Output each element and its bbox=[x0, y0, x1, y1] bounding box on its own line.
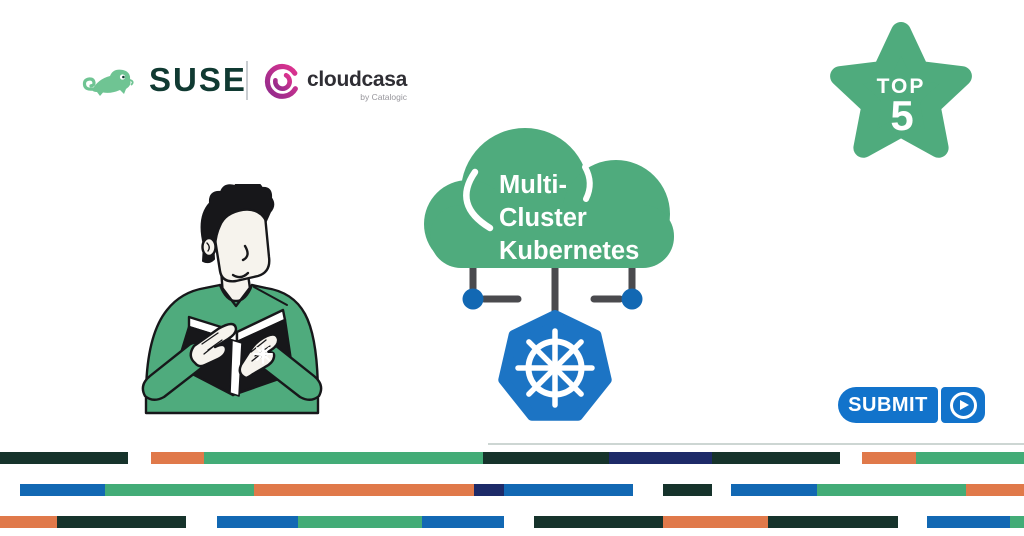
stripe-segment bbox=[151, 452, 204, 464]
play-button[interactable] bbox=[941, 387, 985, 423]
stripe-segment bbox=[927, 516, 1010, 528]
reader-illustration bbox=[141, 184, 323, 415]
stripe-segment bbox=[20, 484, 105, 496]
top5-badge: TOP 5 bbox=[830, 22, 972, 158]
badge-label: TOP bbox=[877, 75, 926, 98]
cloud-title-line2: Cluster bbox=[499, 204, 587, 232]
stripe-segment bbox=[663, 516, 768, 528]
cloud-title-line1: Multi- bbox=[499, 171, 567, 199]
submit-pill[interactable]: SUBMIT bbox=[838, 387, 938, 423]
network-node-left bbox=[462, 288, 484, 310]
star-icon bbox=[830, 22, 972, 158]
left-hand bbox=[189, 322, 238, 368]
suse-wordmark: SUSE bbox=[149, 60, 247, 98]
stripe-segment bbox=[1010, 516, 1024, 528]
cloudcasa-logo: cloudcasa by Catalogic bbox=[264, 63, 407, 102]
cloudcasa-byline: by Catalogic bbox=[360, 92, 408, 102]
play-triangle-icon bbox=[959, 400, 969, 410]
play-icon bbox=[949, 391, 977, 419]
stripe-segment bbox=[663, 484, 712, 496]
stripe-segment bbox=[204, 452, 483, 464]
stripe-segment bbox=[768, 516, 898, 528]
kubernetes-icon bbox=[498, 310, 612, 421]
stripe-segment bbox=[474, 484, 504, 496]
stripe-segment bbox=[966, 484, 1024, 496]
suse-logo: SUSE bbox=[80, 58, 247, 100]
stripe-segment bbox=[483, 452, 609, 464]
submit-label: SUBMIT bbox=[848, 393, 928, 416]
submit-button[interactable]: SUBMIT bbox=[838, 387, 985, 423]
cloud-accent bbox=[463, 168, 494, 232]
stripe-segment bbox=[817, 484, 966, 496]
stripe-segment bbox=[712, 452, 840, 464]
stripe-segment bbox=[862, 452, 916, 464]
stripe-segment bbox=[298, 516, 422, 528]
stripe-segment bbox=[217, 516, 298, 528]
stripe-segment bbox=[105, 484, 254, 496]
cloud-title-line3: Kubernetes bbox=[499, 237, 639, 265]
stripe-segment bbox=[254, 484, 474, 496]
suse-chameleon-icon bbox=[82, 69, 134, 96]
snowflake-icon bbox=[253, 344, 273, 364]
stripe-segment bbox=[57, 516, 186, 528]
stripe-segment bbox=[534, 516, 663, 528]
cloud-icon bbox=[424, 128, 674, 268]
cloud-accent bbox=[582, 164, 593, 202]
cloudcasa-wordmark: cloudcasa bbox=[307, 68, 408, 91]
badge-number: 5 bbox=[890, 92, 913, 139]
stripe-segment bbox=[916, 452, 1024, 464]
logo-divider bbox=[246, 61, 248, 100]
hair bbox=[200, 184, 275, 251]
stripe-segment bbox=[422, 516, 504, 528]
stripe-segment bbox=[731, 484, 817, 496]
multicluster-graphic: Multi- Cluster Kubernetes bbox=[424, 128, 674, 421]
stripe-segment bbox=[0, 516, 57, 528]
network-node-right bbox=[621, 288, 643, 310]
stripe-segment bbox=[504, 484, 633, 496]
cloudcasa-icon bbox=[264, 63, 298, 99]
stripe-segment bbox=[609, 452, 712, 464]
stripe-segment bbox=[0, 452, 128, 464]
